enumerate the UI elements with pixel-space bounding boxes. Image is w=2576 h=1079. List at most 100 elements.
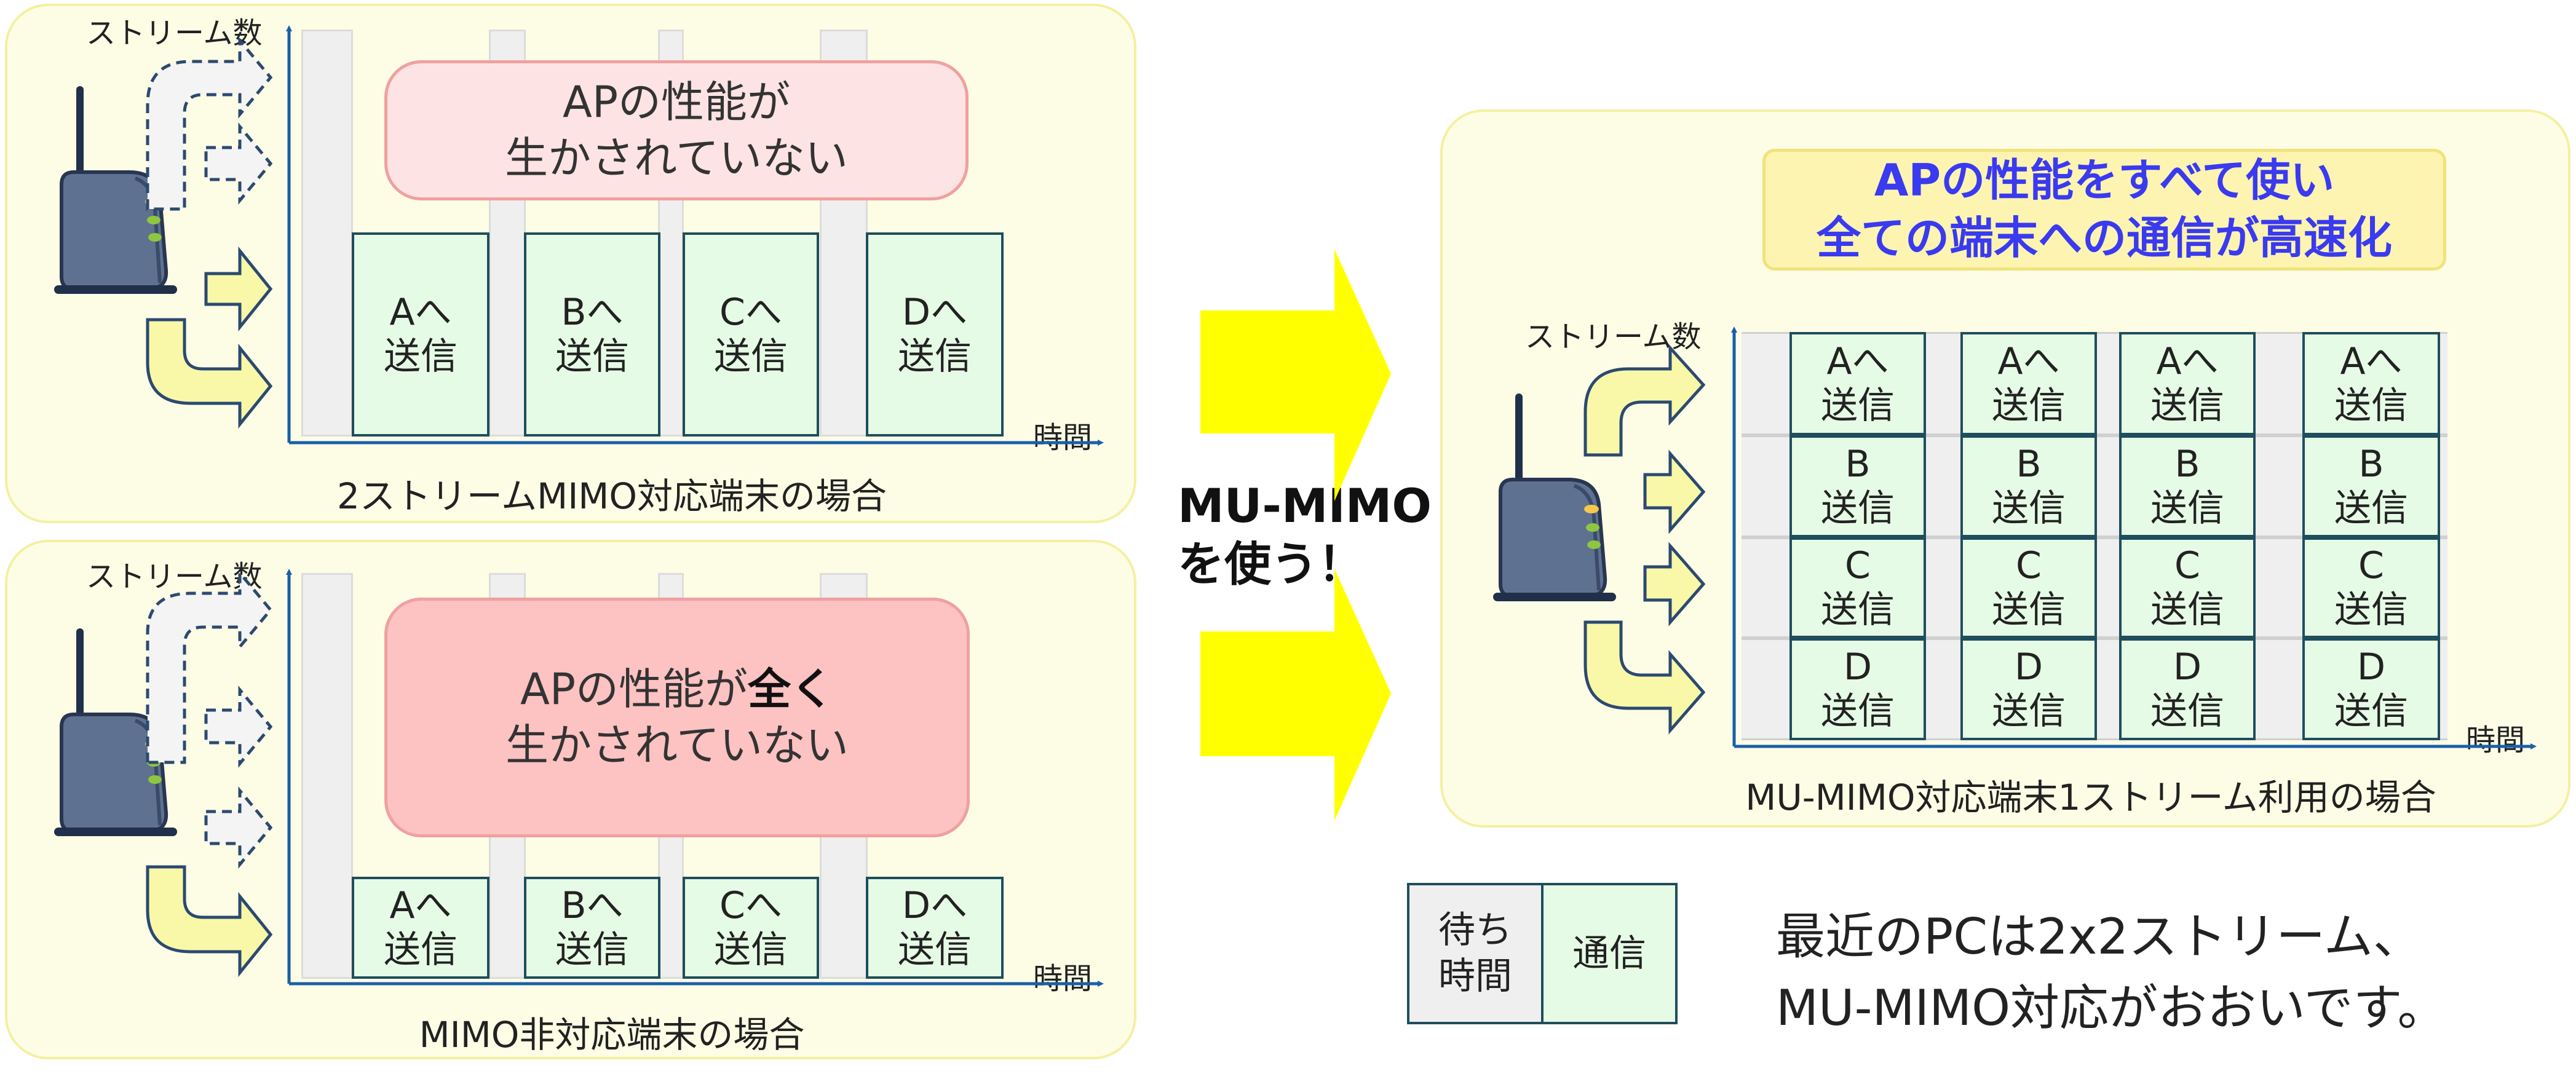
legend-communication: 通信 xyxy=(1541,883,1678,1024)
legend-wait-time: 待ち時間 xyxy=(1407,883,1544,1024)
message-emphasis: 全く xyxy=(748,664,834,714)
axis-y-label: ストリーム数 xyxy=(86,16,263,50)
banner-line1: APの性能をすべて使い xyxy=(1874,154,2335,207)
mu-mimo-line2: を使う！ xyxy=(1178,537,1365,591)
box-line1: Dへ xyxy=(902,291,968,334)
message-pre: APの性能が xyxy=(520,664,748,714)
box-line1: Aへ xyxy=(389,884,452,927)
box-line2: 送信 xyxy=(898,335,972,378)
box-line1: Aへ xyxy=(2156,340,2219,383)
send-box-b: Bへ送信 xyxy=(524,232,660,437)
box-line2: 送信 xyxy=(2334,487,2408,530)
box-line1: C xyxy=(2016,544,2042,587)
panel-caption: MU-MIMO対応端末1ストリーム利用の場合 xyxy=(1745,777,2436,818)
mu-mimo-line1: MU-MIMO xyxy=(1178,478,1432,533)
box-line2: 送信 xyxy=(1992,384,2066,427)
box-line2: 送信 xyxy=(2150,690,2224,733)
box-line1: Cへ xyxy=(719,291,782,334)
box-line2: 送信 xyxy=(714,928,788,971)
box-line2: 送信 xyxy=(2334,690,2408,733)
panel-caption: 2ストリームMIMO対応端末の場合 xyxy=(336,475,887,517)
box-line2: 送信 xyxy=(1821,690,1895,733)
box-line2: 送信 xyxy=(1992,690,2066,733)
box-line2: 送信 xyxy=(555,928,629,971)
box-line1: D xyxy=(2173,646,2202,689)
box-line1: Aへ xyxy=(2340,340,2403,383)
box-line1: Dへ xyxy=(902,884,968,927)
box-line1: Aへ xyxy=(389,291,452,334)
box-line2: 送信 xyxy=(2334,588,2408,631)
wait-bar xyxy=(301,573,353,979)
send-box-c: Cへ送信 xyxy=(683,232,819,437)
send-box-a: Aへ送信 xyxy=(1789,332,1926,435)
message-line1: APの性能が xyxy=(562,77,791,127)
big-arrow-right xyxy=(1200,249,1391,501)
box-line2: 送信 xyxy=(384,335,458,378)
footnote-line1: 最近のPCは2x2ストリーム、 xyxy=(1776,908,2422,965)
wait-bar xyxy=(301,30,353,437)
axis-y-label: ストリーム数 xyxy=(86,559,263,594)
legend-comm-label: 通信 xyxy=(1572,931,1646,975)
box-line1: Aへ xyxy=(1997,340,2060,383)
box-line2: 送信 xyxy=(2150,588,2224,631)
box-line2: 送信 xyxy=(2150,384,2224,427)
box-line2: 送信 xyxy=(1992,487,2066,530)
box-line1: Bへ xyxy=(561,884,624,927)
legend-wait-line2: 時間 xyxy=(1438,955,1512,998)
send-box-a: Aへ送信 xyxy=(352,877,489,979)
box-line1: Bへ xyxy=(561,291,624,334)
box-line2: 送信 xyxy=(714,335,788,378)
box-line2: 送信 xyxy=(384,928,458,971)
send-box-a: Aへ送信 xyxy=(352,232,489,437)
message-line2: 生かされていない xyxy=(505,133,848,183)
message-line2: 生かされていない xyxy=(505,720,849,770)
box-line1: D xyxy=(2356,646,2386,689)
send-box-a: Aへ送信 xyxy=(2302,332,2440,435)
box-line2: 送信 xyxy=(2334,384,2408,427)
send-box-a: Aへ送信 xyxy=(2119,332,2256,435)
box-line2: 送信 xyxy=(1821,588,1895,631)
box-line2: 送信 xyxy=(555,335,629,378)
big-arrow-right xyxy=(1200,569,1391,821)
axis-y-label: ストリーム数 xyxy=(1525,320,1702,354)
footnote-line2: MU-MIMO対応がおおいです。 xyxy=(1776,979,2447,1037)
send-box-b: Bへ送信 xyxy=(524,877,660,979)
banner-line2: 全ての端末への通信が高速化 xyxy=(1816,212,2392,264)
box-line1: D xyxy=(1843,646,1873,689)
box-line2: 送信 xyxy=(1992,588,2066,631)
box-line1: C xyxy=(2174,544,2200,587)
send-box-a: Aへ送信 xyxy=(1960,332,2097,435)
send-box-c: Cへ送信 xyxy=(683,877,819,979)
speedup-banner: APの性能をすべて使い 全ての端末への通信が高速化 xyxy=(1762,149,2446,271)
box-line1: C xyxy=(2358,544,2384,587)
footnote: 最近のPCは2x2ストリーム、 MU-MIMO対応がおおいです。 xyxy=(1776,901,2447,1044)
ap-unused-message: APの性能が全く 生かされていない xyxy=(384,598,970,837)
box-line1: D xyxy=(2014,646,2043,689)
legend-wait-line1: 待ち xyxy=(1438,909,1512,952)
send-box-d: Dへ送信 xyxy=(866,232,1004,437)
box-line1: B xyxy=(2358,443,2384,486)
box-line1: B xyxy=(1845,443,1871,486)
mu-mimo-label: MU-MIMO を使う！ xyxy=(1178,476,1432,593)
box-line2: 送信 xyxy=(1821,487,1895,530)
axis-x-label: 時間 xyxy=(1033,421,1093,455)
box-line2: 送信 xyxy=(898,928,972,971)
box-line2: 送信 xyxy=(2150,487,2224,530)
box-line1: Cへ xyxy=(719,884,782,927)
box-line2: 送信 xyxy=(1821,384,1895,427)
send-box-d: Dへ送信 xyxy=(866,877,1004,979)
axis-x-label: 時間 xyxy=(2466,723,2526,757)
box-line1: B xyxy=(2016,443,2042,486)
box-line1: C xyxy=(1845,544,1871,587)
ap-underused-message: APの性能が 生かされていない xyxy=(384,60,969,200)
